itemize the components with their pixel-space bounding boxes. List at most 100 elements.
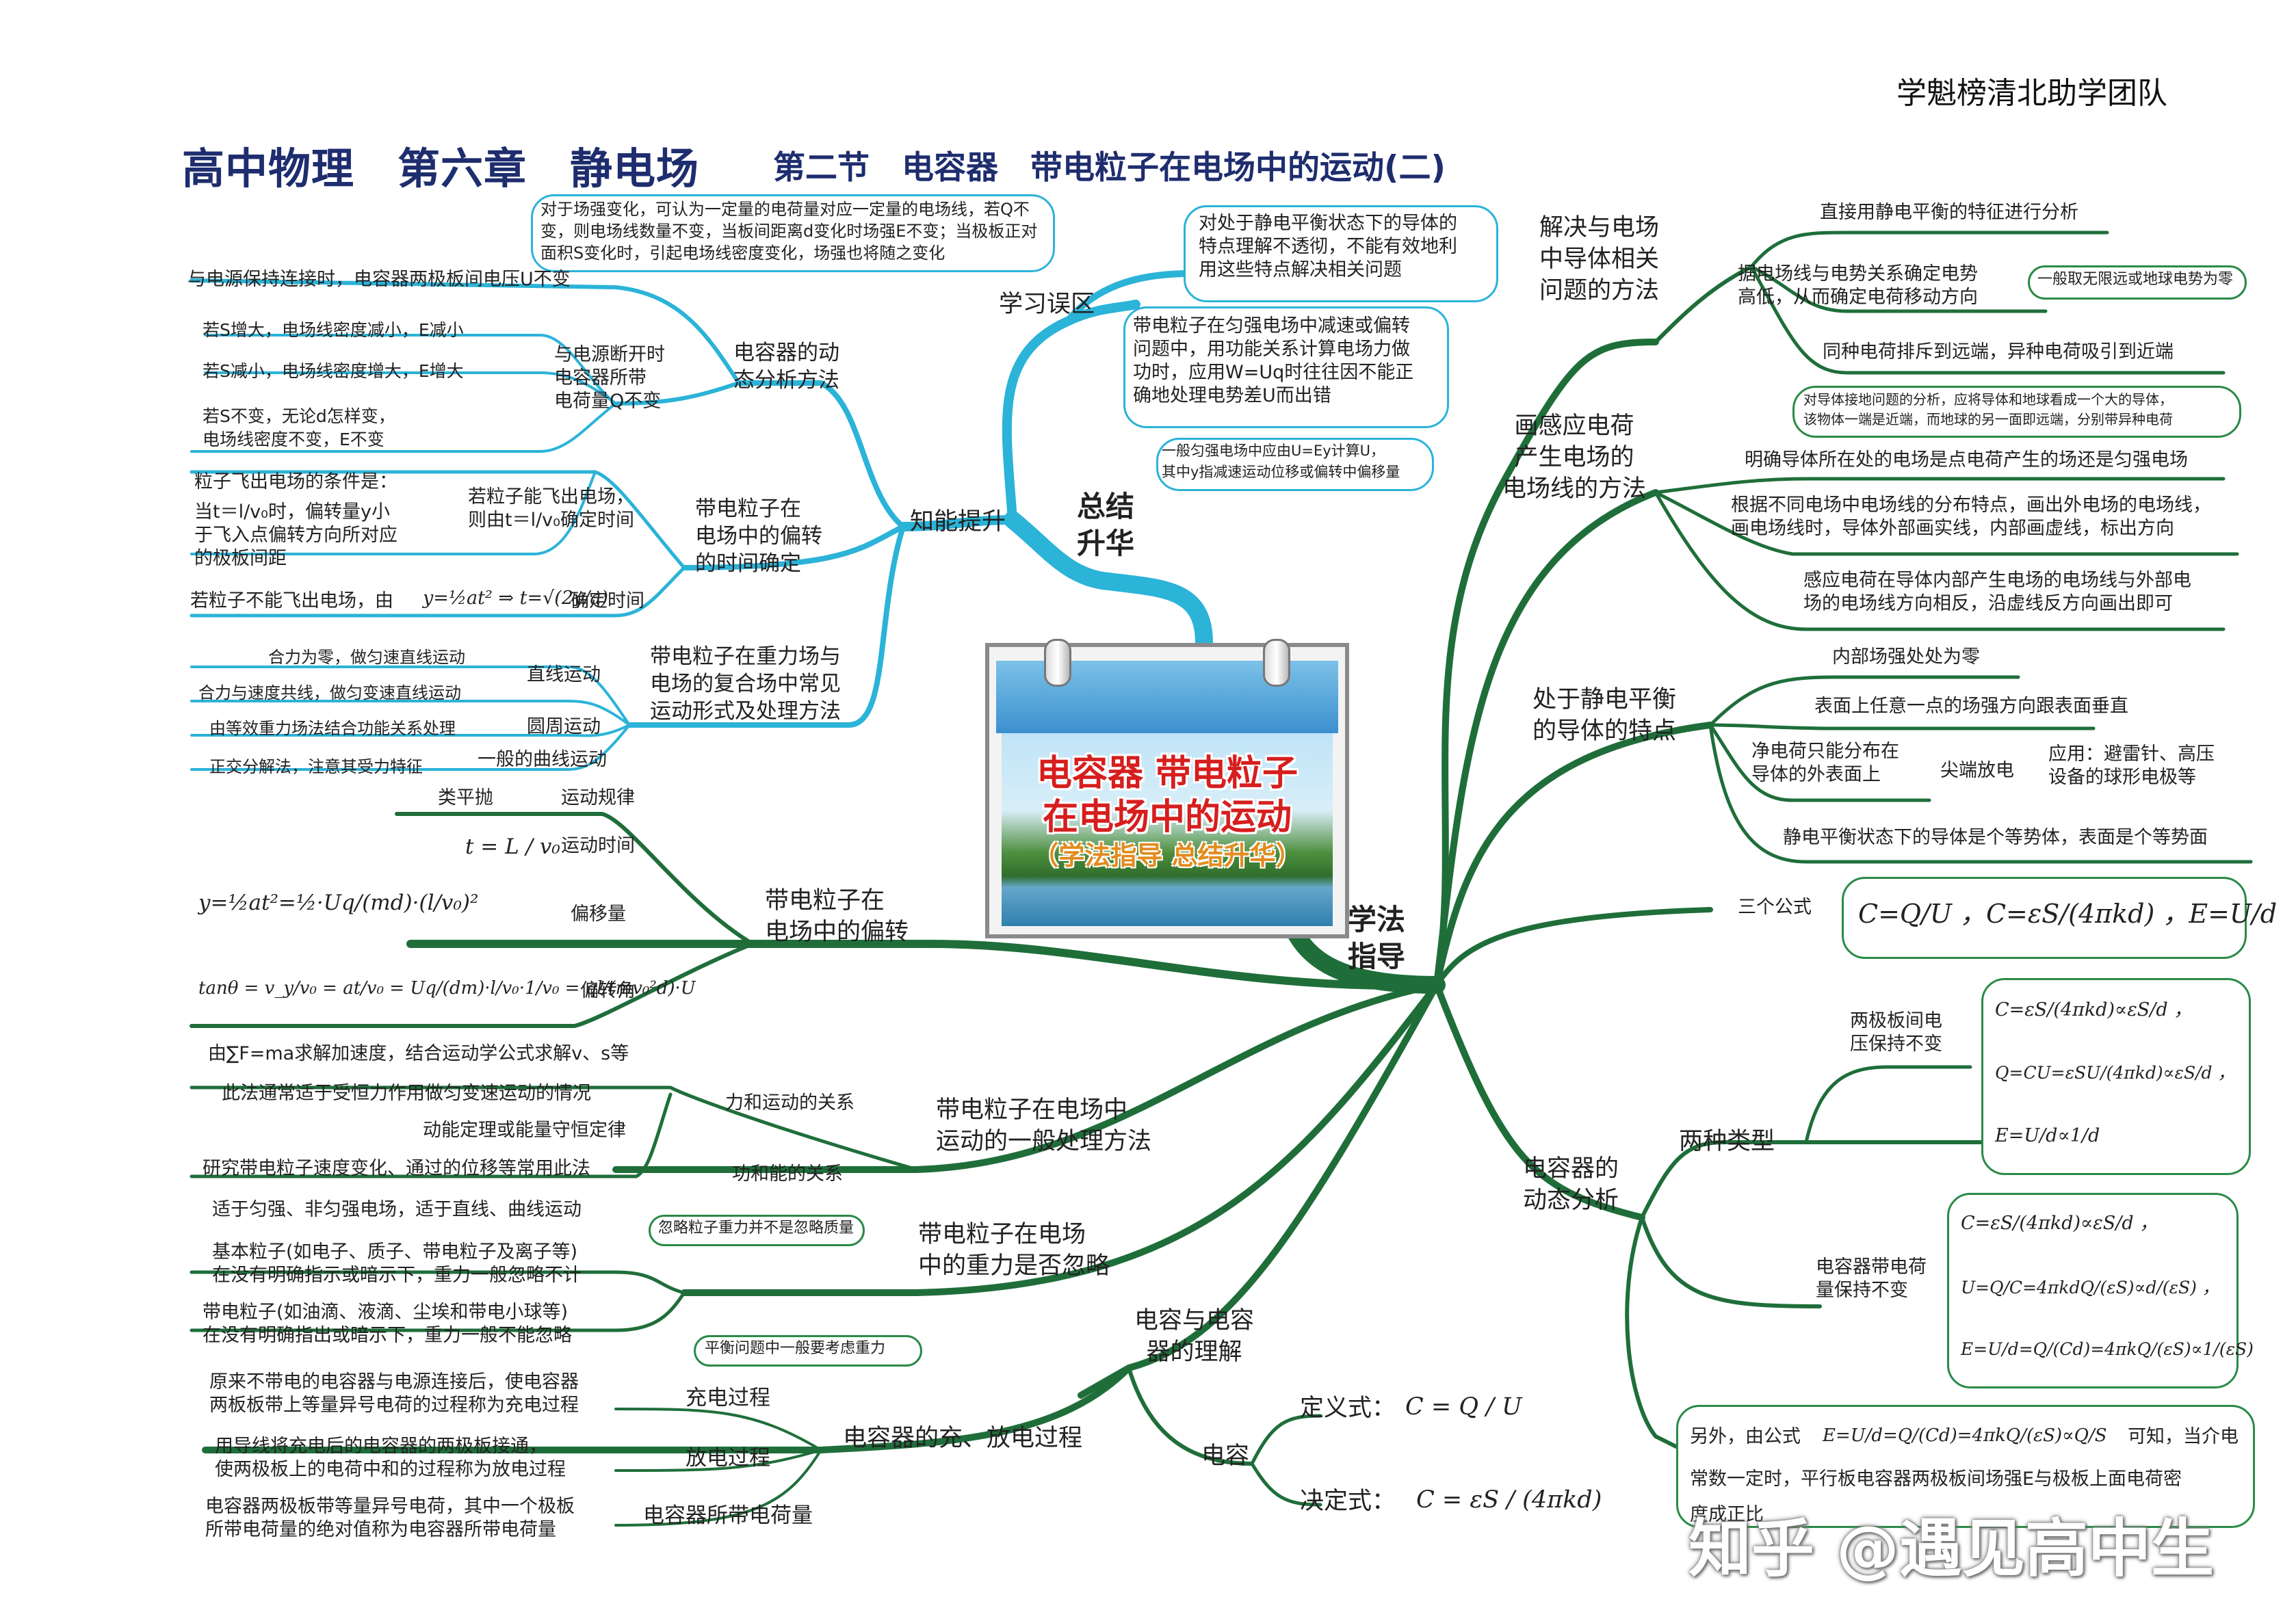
mistake-1: 对处于静电平衡状态下的导体的 特点理解不透彻，不能有效地利 用这些特点解决相关问… bbox=[1199, 213, 1457, 280]
mistake-1-box bbox=[1184, 205, 1498, 302]
gravity-note-1: 忽略粒子重力并不是忽略质量 bbox=[658, 1220, 855, 1237]
mistake-2: 带电粒子在匀强电场中减速或偏转 问题中，用功能关系计算电场力做 功时，应用W=U… bbox=[1133, 315, 1414, 406]
type-2-formula-3: E=U/d=Q/(Cd)=4πkQ/(εS)∝1/(εS) bbox=[1961, 1339, 2254, 1359]
induced-3: 感应电荷在导体内部产生电场的电场线与外部电 场的电场线方向相反，沿虚线反方向画出… bbox=[1803, 570, 2191, 614]
circular-motion: 圆周运动 bbox=[527, 716, 601, 737]
equilibrium-3: 净电荷只能分布在 导体的外表面上 bbox=[1751, 741, 1899, 785]
branch-ability: 知能提升 bbox=[910, 508, 1006, 536]
right-method-3: 同种电荷排斥到远端，异种电荷吸引到近端 bbox=[1823, 341, 2174, 363]
equilibrium-3-tip: 尖端放电 bbox=[1940, 760, 2014, 781]
type-2-formula-1: C=εS/(4πkd)∝εS/d ， bbox=[1961, 1213, 2158, 1234]
two-types: 两种类型 bbox=[1679, 1128, 1775, 1155]
fly-out-time: 若粒子能飞出电场， 则由t＝l/v₀确定时间 bbox=[468, 486, 634, 531]
angle-formula: tanθ = v_y/v₀ = at/v₀ = Uq/(dm)·l/v₀·1/v… bbox=[198, 978, 696, 999]
offset: 偏移量 bbox=[571, 904, 626, 925]
cap-s-up: 若S增大，电场线密度减小，E减小 bbox=[203, 320, 464, 340]
type-1-formula-2: Q=CU=εSU/(4πkd)∝εS/d ， bbox=[1995, 1063, 2235, 1083]
definition-label: 定义式： bbox=[1300, 1395, 1396, 1422]
three-formulas: C=Q/U ，C=εS/(4πkd) ，E=U/d bbox=[1858, 899, 2278, 929]
mistake-note-box bbox=[531, 194, 1055, 272]
no-fly-out-tail: 确定时间 bbox=[571, 590, 644, 611]
offset-formula: y=½at²=½·Uq/(md)·(l/v₀)² bbox=[198, 891, 479, 915]
right-method-2-note-box bbox=[2028, 265, 2247, 300]
curve-1: 正交分解法，注意其受力特征 bbox=[209, 757, 423, 776]
dynamic-analysis: 电容器的 动态分析 bbox=[1523, 1155, 1619, 1214]
mistake-note: 对于场强变化，可认为一定量的电荷量对应一定量的电场线，若Q不变，则电场线数量不变… bbox=[540, 200, 1038, 263]
cap-dynamic-methods: 电容器的动 态分析方法 bbox=[733, 341, 839, 393]
determination-label: 决定式： bbox=[1300, 1488, 1396, 1515]
motion-law: 运动规律 bbox=[561, 787, 635, 808]
right-method-3-note-box bbox=[1792, 386, 2241, 438]
we-2: 研究带电粒子速度变化、通过的位移等常用此法 bbox=[203, 1158, 590, 1179]
type-1-label: 两极板间电 压保持不变 bbox=[1850, 1010, 1942, 1055]
equilibrium-4: 静电平衡状态下的导体是个等势体，表面是个等势面 bbox=[1783, 827, 2208, 848]
cap-s-same: 若S不变，无论d怎样变， 电场线密度不变，E不变 bbox=[203, 406, 395, 449]
mistake-3-box bbox=[1156, 438, 1434, 491]
mistake-2-box bbox=[1123, 306, 1449, 428]
discharge-process: 放电过程 bbox=[686, 1446, 770, 1471]
center-title-3: （学法指导 总结升华） bbox=[1032, 841, 1302, 871]
induced-2: 根据不同电场中电场线的分布特点，画出外电场的电场线， 画电场线时，导体外部画实线… bbox=[1731, 495, 2211, 539]
fm-2: 此法通常适于受恒力作用做匀变速运动的情况 bbox=[222, 1083, 591, 1104]
circular-1: 由等效重力场法结合功能关系处理 bbox=[209, 719, 456, 738]
right-method-2-note: 一般取无限远或地球电势为零 bbox=[2037, 271, 2234, 288]
final-note-c: 常数一定时，平行板电容器两极板间场强E与极板上面电荷密 bbox=[1690, 1468, 2182, 1490]
gravity-note-2: 平衡问题中一般要考虑重力 bbox=[705, 1340, 886, 1357]
center-title-1: 电容器 带电粒子 bbox=[1036, 753, 1299, 794]
type-1-box bbox=[1981, 978, 2251, 1175]
combined-field: 带电粒子在重力场与 电场的复合场中常见 运动形式及处理方法 bbox=[650, 644, 841, 724]
cap-connected: 与电源保持连接时，电容器两极板间电压U不变 bbox=[187, 269, 571, 290]
three-formulas-label: 三个公式 bbox=[1738, 897, 1812, 918]
type-1-formula-3: E=U/d∝1/d bbox=[1995, 1125, 2100, 1146]
center-card: 电容器 带电粒子 在电场中的运动 （学法指导 总结升华） bbox=[985, 639, 1349, 938]
charge-amount-detail: 电容器两极板带等量异号电荷，其中一个极板 所带电荷量的绝对值称为电容器所带电荷量 bbox=[205, 1496, 575, 1540]
charge-detail: 原来不带电的电容器与电源连接后，使电容器 两板板带上等量异号电荷的过程称为充电过… bbox=[209, 1371, 579, 1416]
equilibrium-1: 内部场强处处为零 bbox=[1832, 646, 1980, 668]
final-note-b: 可知，当介电 bbox=[2128, 1426, 2239, 1447]
linear-1: 合力为零，做匀速直线运动 bbox=[268, 648, 465, 667]
calendar-ring-left bbox=[1044, 639, 1071, 687]
landscape-image bbox=[1002, 733, 1333, 926]
no-fly-out-formula: y=½at² ⇒ t=√(2y/a) bbox=[423, 588, 608, 609]
curve-motion: 一般的曲线运动 bbox=[478, 749, 607, 770]
motion-time: 运动时间 bbox=[561, 835, 635, 856]
force-motion: 力和运动的关系 bbox=[725, 1092, 855, 1113]
no-fly-out: 若粒子不能飞出电场，由 bbox=[190, 590, 393, 611]
calendar-ring-right bbox=[1263, 639, 1290, 687]
right-method-2: 据电场线与电势关系确定电势 高低，从而确定电荷移动方向 bbox=[1738, 263, 1978, 308]
type-2-formula-2: U=Q/C=4πkdQ/(εS)∝d/(εS) ， bbox=[1961, 1278, 2219, 1297]
cap-disconnected: 与电源断开时 电容器所带 电荷量Q不变 bbox=[554, 344, 665, 412]
linear-motion: 直线运动 bbox=[527, 664, 601, 685]
time-formula: t = L / v₀ bbox=[465, 834, 560, 859]
motion-type: 类平抛 bbox=[438, 787, 493, 808]
type-1-formula-1: C=εS/(4πkd)∝εS/d ， bbox=[1995, 999, 2193, 1020]
type-2-label: 电容器带电荷 量保持不变 bbox=[1816, 1256, 1927, 1301]
gravity-branch: 带电粒子在电场 中的重力是否忽略 bbox=[918, 1221, 1110, 1280]
type-2-box bbox=[1947, 1193, 2239, 1388]
conductor-methods: 解决与电场 中导体相关 问题的方法 bbox=[1539, 214, 1660, 304]
deflection-time: 带电粒子在 电场中的偏转 的时间确定 bbox=[695, 497, 822, 576]
equilibrium-conductor: 处于静电平衡 的导体的特点 bbox=[1532, 686, 1677, 745]
cap-s-down: 若S减小，电场线密度增大，E增大 bbox=[203, 361, 464, 381]
we-1: 动能定理或能量守恒定律 bbox=[423, 1120, 626, 1141]
brand-label: 学魁榜清北助学团队 bbox=[1896, 76, 2167, 111]
gravity-note-1-box bbox=[649, 1215, 865, 1246]
equilibrium-3-app: 应用：避雷针、高压 设备的球形电极等 bbox=[2048, 743, 2215, 788]
final-note-a: 另外，由公式 bbox=[1690, 1426, 1801, 1447]
hub-summary: 总结 升华 bbox=[1077, 490, 1135, 560]
deflection-branch: 带电粒子在 电场中的偏转 bbox=[765, 887, 909, 946]
watermark: 知乎 @遇见高中生 bbox=[1688, 1512, 2215, 1585]
mistake-3: 一般匀强电场中应由U=Ey计算U， 其中y指减速运动位移或偏转中偏移量 bbox=[1162, 443, 1400, 480]
charging-branch: 电容器的充、放电过程 bbox=[843, 1425, 1083, 1452]
fly-out-condition-detail: 当t＝l/v₀时，偏转量y小 于飞入点偏转方向所对应 的极板间距 bbox=[194, 501, 397, 569]
center-title-2: 在电场中的运动 bbox=[1042, 797, 1292, 838]
induced-1: 明确导体所在处的电场是点电荷产生的场还是匀强电场 bbox=[1745, 449, 2188, 471]
angle: 偏转角 bbox=[580, 980, 636, 1001]
gravity-note-2-box bbox=[694, 1335, 922, 1367]
equilibrium-2: 表面上任意一点的场强方向跟表面垂直 bbox=[1814, 696, 2128, 717]
page-subtitle: 第二节 电容器 带电粒子在电场中的运动(二) bbox=[773, 149, 1446, 187]
right-method-1: 直接用静电平衡的特征进行分析 bbox=[1820, 202, 2078, 223]
discharge-detail: 用导线将充电后的电容器的两极板接通， 使两极板上的电荷中和的过程称为放电过程 bbox=[215, 1436, 566, 1480]
charge-amount: 电容器所带电荷量 bbox=[643, 1503, 813, 1528]
